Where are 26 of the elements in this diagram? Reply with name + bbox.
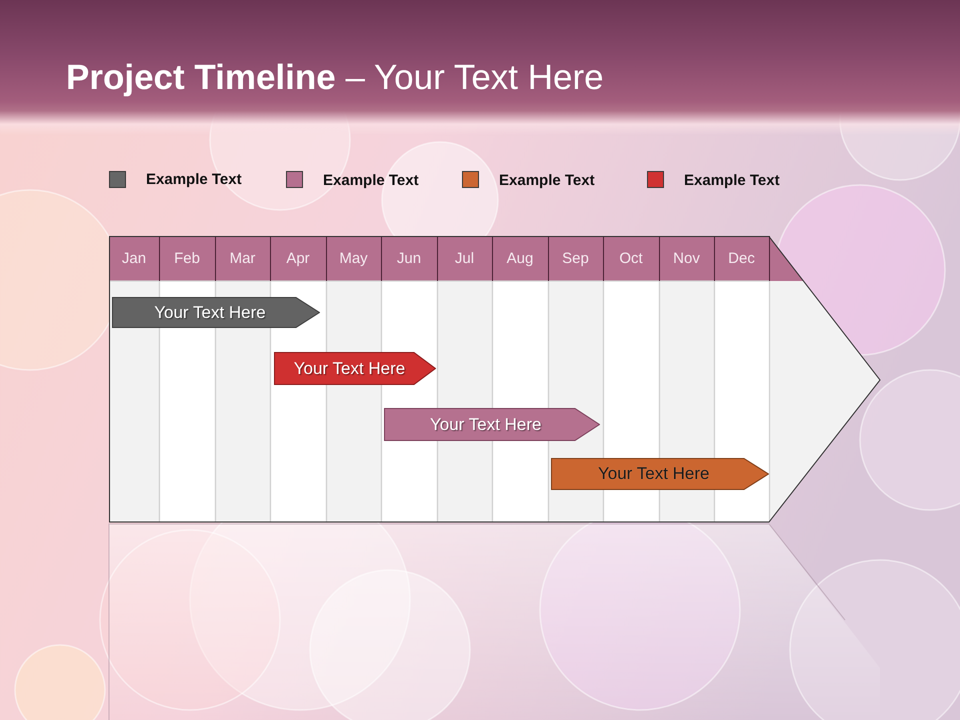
timeline-arrow-panel <box>109 236 881 523</box>
legend-label: Example Text <box>323 172 419 189</box>
month-label: Sep <box>562 250 589 267</box>
month-label: Apr <box>286 250 310 267</box>
month-label: May <box>339 250 368 267</box>
task-label: Your Text Here <box>154 302 266 322</box>
month-label: Jun <box>396 250 422 267</box>
legend-label: Example Text <box>146 171 242 188</box>
month-label: Jan <box>122 250 146 267</box>
task-bar <box>551 458 769 490</box>
month-label: Dec <box>728 250 755 267</box>
slide-title: Project Timeline – Your Text Here <box>66 57 604 99</box>
task-label: Your Text Here <box>294 358 406 378</box>
task-bar <box>274 352 436 385</box>
month-label: Oct <box>619 250 643 267</box>
month-label: Jul <box>454 250 474 267</box>
task-label: Your Text Here <box>430 414 542 434</box>
month-label: Nov <box>673 250 700 267</box>
task-label: Your Text Here <box>598 464 710 484</box>
legend-label: Example Text <box>499 172 595 189</box>
month-label: Feb <box>174 250 200 267</box>
month-label: Mar <box>230 250 256 267</box>
legend-label: Example Text <box>684 172 780 189</box>
month-label: Aug <box>506 250 534 267</box>
task-bar <box>384 408 600 441</box>
task-bar <box>112 297 320 328</box>
